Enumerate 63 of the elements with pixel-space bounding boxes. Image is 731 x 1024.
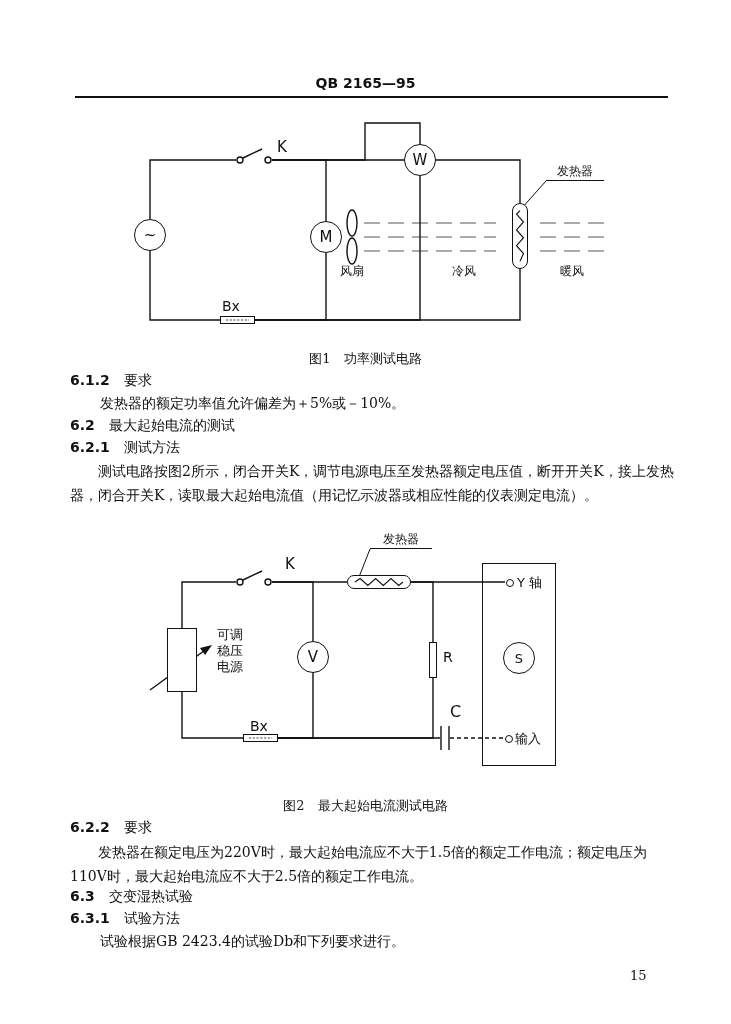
leader-line <box>523 180 547 207</box>
meter-circle <box>404 144 436 176</box>
component-label: 冷风 <box>452 263 476 280</box>
circuit-wire <box>449 737 505 739</box>
power-supply-symbol <box>167 628 197 692</box>
callout-label: 发热器 <box>546 163 604 181</box>
terminal-label: 输入 <box>515 730 541 748</box>
resistor-label: R <box>443 648 453 667</box>
section-heading: 6.3 交变湿热试验 <box>70 887 193 906</box>
figure-caption: 图2 最大起始电流测试电路 <box>282 797 449 815</box>
circuit-wire <box>271 581 348 583</box>
circuit-wire <box>181 691 244 739</box>
fuse-label: Bx <box>222 297 240 316</box>
meter-symbol: S <box>514 651 524 665</box>
circuit-wire <box>435 159 521 204</box>
fuse-label: Bx <box>250 717 268 736</box>
circuit-wire <box>181 581 237 629</box>
body-paragraph: 测试电路按图2所示，闭合开关K，调节电源电压至发热器额定电压值，断开开关K，接上发热器，闭合开关K，读取最大起始电流值（用记忆示波器或相应性能的仪表测定电流）。 <box>70 462 674 505</box>
terminal-label: Y 轴 <box>517 574 543 592</box>
oscilloscope-box <box>482 563 556 766</box>
body-paragraph: 试验根据GB 2423.4的试验Db和下列要求进行。 <box>100 932 406 951</box>
fuse-symbol <box>243 734 278 742</box>
terminal-circle <box>505 735 513 743</box>
body-paragraph: 发热器的额定功率值允许偏差为＋5%或－10%。 <box>100 394 406 413</box>
switch-symbol <box>236 569 272 585</box>
section-heading: 6.3.1 试验方法 <box>70 909 180 928</box>
circuit-wire <box>277 737 441 739</box>
circuit-wire <box>271 122 421 161</box>
meter-circle <box>310 221 342 253</box>
meter-symbol: ~ <box>143 227 157 243</box>
circuit-wire <box>254 175 421 321</box>
circuit-wire <box>149 250 221 321</box>
meter-symbol: W <box>412 152 428 168</box>
meter-circle <box>134 219 166 251</box>
terminal-circle <box>506 579 514 587</box>
section-heading: 6.2.2 要求 <box>70 818 152 837</box>
meter-circle <box>297 641 329 673</box>
section-heading: 6.2 最大起始电流的测试 <box>70 416 235 435</box>
body-paragraph: 发热器在额定电压为220V时，最大起始电流应不大于1.5倍的额定工作电流；额定电压为110V时，最大起始电流应不大于2.5倍的额定工作电流。 <box>70 843 649 886</box>
section-heading: 6.1.2 要求 <box>70 371 152 390</box>
page-number: 15 <box>630 967 647 985</box>
meter-symbol: V <box>307 649 319 665</box>
switch-label: K <box>285 554 295 575</box>
leader-line <box>359 548 371 576</box>
circuit-wire <box>410 581 506 583</box>
document-header: QB 2165—95 <box>314 74 417 93</box>
resistor-symbol <box>429 642 437 678</box>
circuit-wire <box>149 159 237 220</box>
section-heading: 6.2.1 测试方法 <box>70 438 180 457</box>
switch-label: K <box>277 137 287 158</box>
component-label: 暖风 <box>560 263 584 280</box>
meter-symbol: M <box>319 229 333 245</box>
heater-symbol <box>347 575 411 589</box>
heater-symbol <box>512 203 528 269</box>
callout-label: 发热器 <box>370 531 432 549</box>
capacitor-symbol <box>440 726 450 750</box>
component-label: 风扇 <box>340 263 364 280</box>
capacitor-label: C <box>450 701 462 723</box>
fuse-symbol <box>220 316 255 324</box>
meter-circle <box>503 642 535 674</box>
power-supply-label: 可调稳压电源 <box>217 627 244 675</box>
figure-caption: 图1 功率测试电路 <box>308 350 423 368</box>
switch-symbol <box>236 147 272 163</box>
